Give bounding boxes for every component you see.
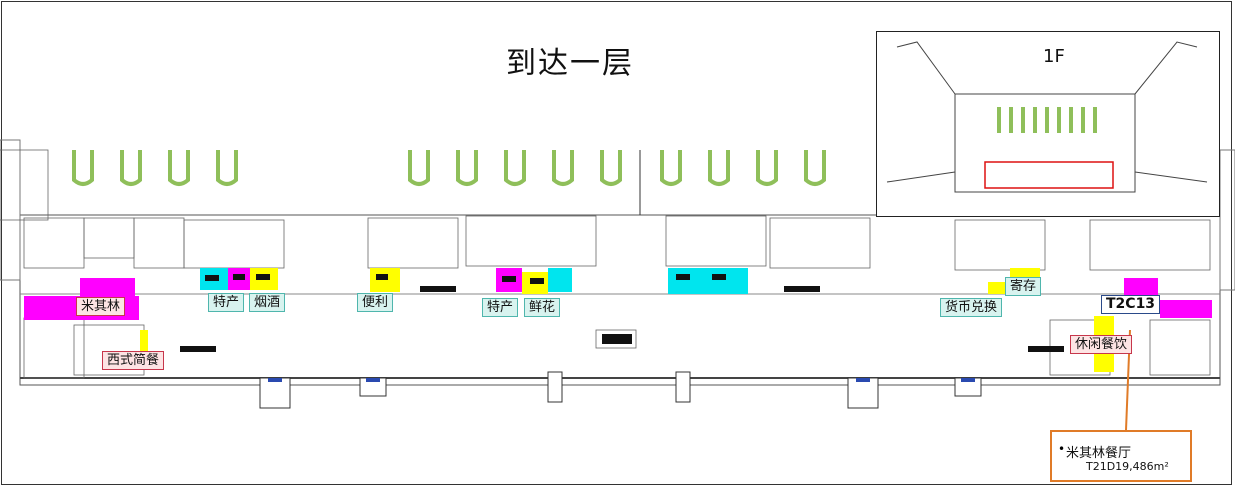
michelin-unit: [80, 278, 135, 296]
middle-rooms: [367, 215, 871, 349]
inset-overview-map: 1F: [876, 31, 1220, 217]
callout-box: • 米其林餐厅 T21D19,486m²: [1050, 430, 1192, 482]
label-specialty-1: 特产: [208, 293, 245, 312]
label-convenience: 便利: [357, 293, 394, 312]
aircraft-stands: [72, 150, 826, 186]
label-currency-exchange: 货币兑换: [940, 298, 1003, 317]
label-flowers: 鲜花: [524, 298, 561, 317]
inset-highlight: [984, 161, 1114, 189]
large-cyan-unit: [668, 268, 748, 294]
callout-bullet: •: [1058, 442, 1066, 456]
flowers-unit-b: [548, 268, 572, 292]
label-casual-dining: 休闲餐饮: [1070, 335, 1133, 354]
inset-floor-label: 1F: [1043, 46, 1065, 67]
label-t2c13: T2C13: [1101, 295, 1161, 314]
currency-unit: [988, 282, 1006, 294]
black-fixtures: [180, 274, 1064, 352]
label-tobacco: 烟酒: [249, 293, 286, 312]
exit-markers: [268, 378, 975, 382]
inset-plan: [886, 41, 1208, 193]
label-specialty-2: 特产: [482, 298, 519, 317]
t2c13-unit-a: [1124, 278, 1158, 296]
right-wing-rooms: [954, 219, 1211, 376]
t2c13-unit-b: [1160, 300, 1212, 318]
callout-title: 米其林餐厅: [1066, 446, 1132, 461]
western-unit: [140, 330, 148, 370]
exit-doors: [259, 371, 982, 409]
label-michelin: 米其林: [76, 297, 126, 316]
label-western-fast-food: 西式简餐: [102, 351, 165, 370]
label-storage: 寄存: [1005, 277, 1042, 296]
page-title: 到达一层: [506, 46, 634, 81]
callout-detail: T21D19,486m²: [1086, 460, 1169, 473]
